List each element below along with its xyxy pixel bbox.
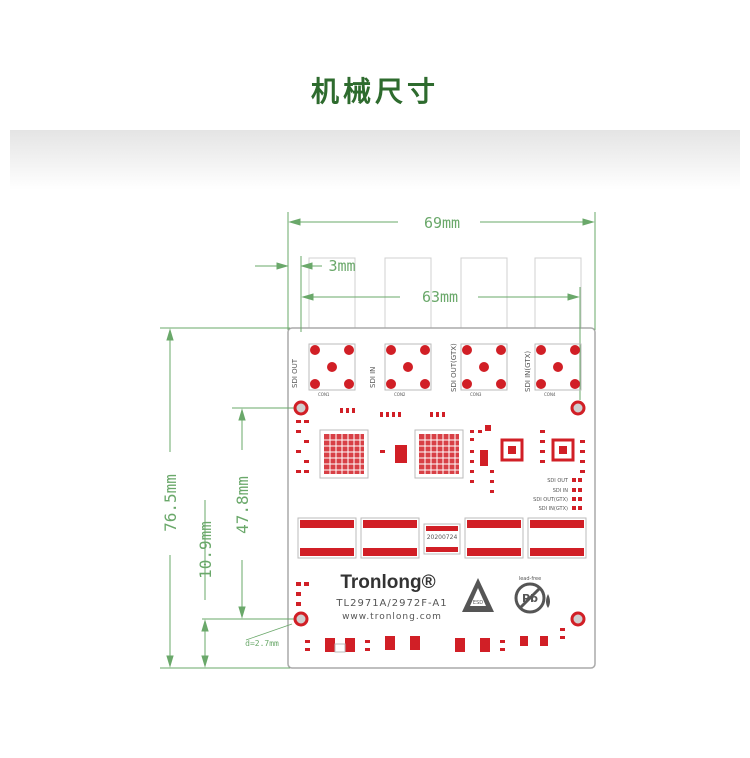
svg-text:lead-free: lead-free bbox=[519, 576, 541, 582]
date-code: 20200724 bbox=[427, 534, 458, 541]
header-shadow-band bbox=[10, 130, 740, 190]
led-label-sdi-out: SDI OUT bbox=[547, 478, 569, 484]
silk-label-sdi-out: SDI OUT bbox=[291, 358, 299, 388]
connector-sdi-out bbox=[308, 343, 356, 391]
dim-offset-left: 3mm bbox=[328, 257, 355, 275]
passive-components bbox=[296, 408, 585, 493]
board-website: www.tronlong.com bbox=[342, 612, 442, 622]
connector-sdi-in bbox=[384, 343, 432, 391]
led-indicators bbox=[572, 478, 582, 510]
dim-hole-diameter: d=2.7mm bbox=[245, 639, 279, 648]
lead-free-icon: Pb lead-free bbox=[514, 576, 550, 614]
silk-ref-con4: CON4 bbox=[544, 392, 556, 397]
silk-ref-con2: CON2 bbox=[394, 392, 406, 397]
board-outline bbox=[287, 327, 596, 669]
qfn-chips bbox=[500, 438, 575, 462]
dimension-lines bbox=[160, 212, 596, 669]
bottom-components bbox=[296, 582, 565, 653]
led-label-sdi-out-gtx: SDI OUT(GTX) bbox=[533, 497, 568, 503]
silk-ref-con1: CON1 bbox=[318, 392, 330, 397]
bga-chip-u8 bbox=[319, 429, 369, 479]
esd-warning-icon: ESD bbox=[462, 578, 494, 612]
dim-height-mid: 47.8mm bbox=[233, 476, 252, 534]
page-title: 机械尺寸 bbox=[310, 75, 439, 108]
sma-connectors bbox=[308, 343, 582, 391]
dim-width-inner: 63mm bbox=[422, 288, 458, 306]
bga-chip-u5 bbox=[414, 429, 464, 479]
led-label-sdi-in-gtx: SDI IN(GTX) bbox=[539, 506, 568, 512]
svg-text:Pb: Pb bbox=[522, 592, 538, 605]
svg-text:ESD: ESD bbox=[473, 600, 483, 606]
silk-label-sdi-out-gtx: SDI OUT(GTX) bbox=[450, 343, 458, 392]
connector-sdi-in-gtx bbox=[534, 343, 582, 391]
mounting-holes bbox=[293, 400, 586, 627]
brand-logo-text: Tronlong® bbox=[340, 572, 435, 593]
silk-label-sdi-in-gtx: SDI IN(GTX) bbox=[524, 351, 532, 392]
dim-width-total: 69mm bbox=[424, 214, 460, 232]
silk-label-sdi-in: SDI IN bbox=[369, 367, 377, 388]
silk-ref-con3: CON3 bbox=[470, 392, 482, 397]
dim-height-total: 76.5mm bbox=[161, 474, 180, 532]
led-label-sdi-in: SDI IN bbox=[553, 488, 569, 494]
connector-sdi-out-gtx bbox=[460, 343, 508, 391]
dim-height-bottom: 10.9mm bbox=[196, 521, 215, 579]
memory-chips bbox=[297, 517, 587, 559]
board-model: TL2971A/2972F-A1 bbox=[335, 598, 447, 609]
